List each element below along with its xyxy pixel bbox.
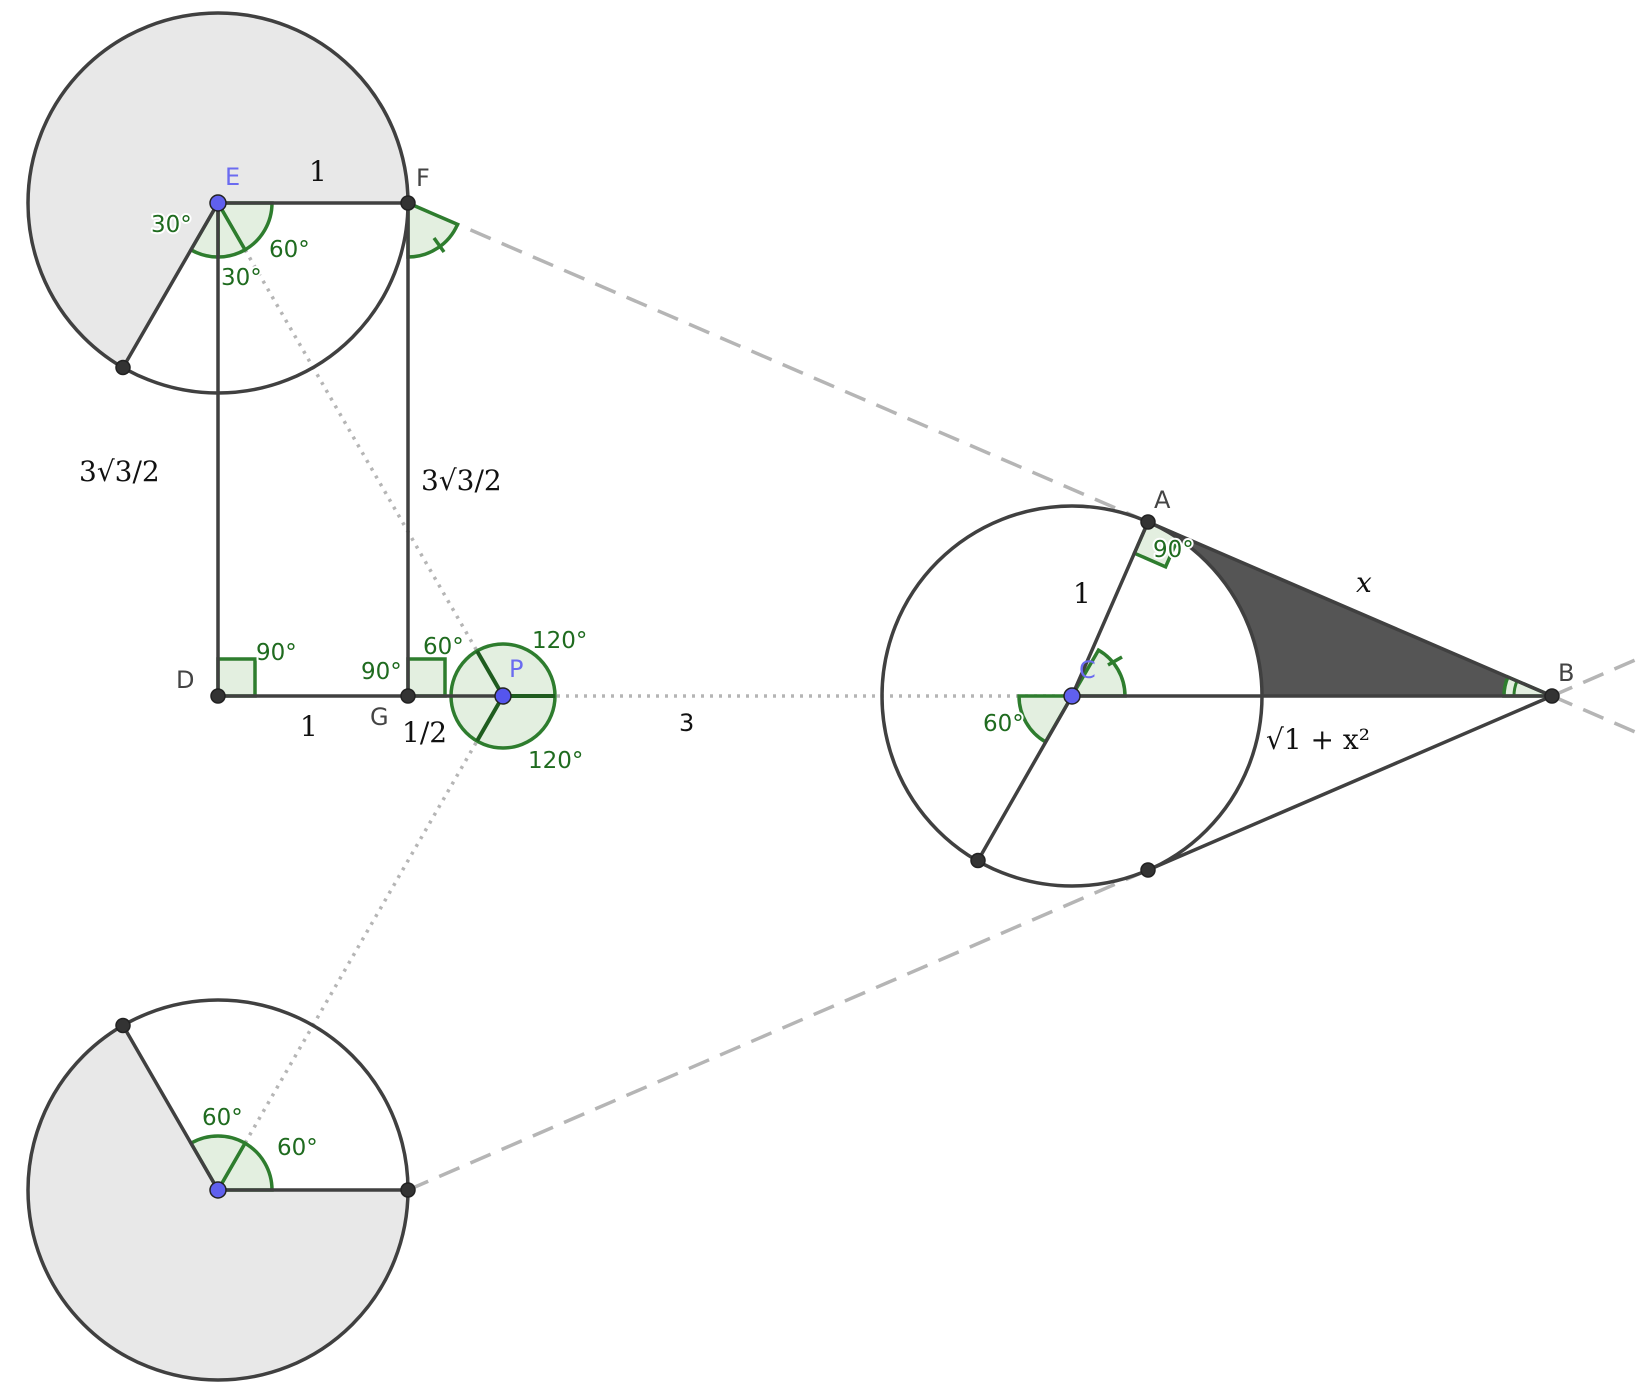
point-E-circle[interactable] xyxy=(115,359,131,376)
point-lower-top[interactable] xyxy=(115,1017,131,1034)
length-label-GF: 3√3/2 xyxy=(421,464,502,497)
top-circle-shaded-sector xyxy=(27,12,409,368)
point-F[interactable] xyxy=(400,195,416,211)
point-B[interactable] xyxy=(1544,688,1560,704)
point-E[interactable] xyxy=(209,194,227,212)
label-D: D xyxy=(176,666,194,694)
angle-label-G-right: 90° xyxy=(361,659,402,685)
point-lower-center[interactable] xyxy=(209,1181,227,1199)
angle-lower-60-top xyxy=(188,1134,248,1194)
angle-label-P-upper: 120° xyxy=(532,628,587,654)
angle-label-E-outer: 30° xyxy=(151,212,192,238)
dotted-line-P-lower xyxy=(216,695,505,1191)
segment-B-A2 xyxy=(1146,694,1554,872)
point-A[interactable] xyxy=(1140,514,1156,530)
point-A2[interactable] xyxy=(1140,862,1156,878)
length-label-CA: 1 xyxy=(1073,577,1091,610)
point-C-circle-lower[interactable] xyxy=(970,852,986,869)
angle-lower-60-right xyxy=(214,1140,274,1192)
right-angle-D xyxy=(216,657,257,698)
right-angle-G xyxy=(406,657,447,698)
angle-label-lower-right: 60° xyxy=(277,1135,318,1161)
angle-F xyxy=(406,200,460,259)
label-C: C xyxy=(1079,656,1096,684)
length-label-CB: √1 + x² xyxy=(1266,723,1370,756)
angle-label-G-sixty: 60° xyxy=(423,634,464,660)
angle-label-lower-top: 60° xyxy=(202,1105,243,1131)
angle-E-60 xyxy=(214,201,274,253)
label-P: P xyxy=(509,655,523,683)
angle-label-A: 90° xyxy=(1153,537,1194,563)
dashed-ext-B-down xyxy=(1551,694,1642,737)
segment-A-B xyxy=(1146,520,1554,698)
length-label-DG: 1 xyxy=(300,710,318,743)
length-label-PC: 3 xyxy=(679,709,694,737)
length-label-GP: 1/2 xyxy=(402,716,447,749)
dashed-line-F-A xyxy=(407,201,1149,524)
angle-label-E-inner: 30° xyxy=(221,265,262,291)
label-B: B xyxy=(1558,659,1574,687)
angle-label-P-lower: 120° xyxy=(528,748,583,774)
dashed-line-lower-to-A2 xyxy=(407,868,1149,1192)
angle-C-lower xyxy=(1017,694,1076,745)
label-F: F xyxy=(416,164,430,192)
angle-F-tick xyxy=(432,236,446,254)
point-P[interactable] xyxy=(494,687,512,705)
bottom-circle-shaded-sector xyxy=(28,1025,409,1381)
label-E: E xyxy=(225,163,240,191)
point-G[interactable] xyxy=(400,688,416,704)
angle-C-tick xyxy=(1107,655,1123,667)
segment-lower-radius-top xyxy=(121,1023,220,1192)
length-label-EF: 1 xyxy=(309,155,327,188)
label-G: G xyxy=(370,703,389,731)
angle-label-E-right: 60° xyxy=(269,237,310,263)
angle-label-C: 60° xyxy=(983,711,1024,737)
segment-C-lower xyxy=(976,694,1074,863)
label-A: A xyxy=(1154,486,1171,514)
length-label-DE: 3√3/2 xyxy=(79,455,160,488)
circle-C xyxy=(880,504,1264,888)
segment-E-radius xyxy=(121,201,220,370)
point-D[interactable] xyxy=(210,688,226,704)
length-label-AB: x xyxy=(1356,566,1372,599)
segment-C-A xyxy=(1070,520,1150,698)
point-C[interactable] xyxy=(1063,687,1081,705)
angle-label-D: 90° xyxy=(256,640,297,666)
dashed-ext-B-up xyxy=(1551,655,1642,698)
point-lower-right[interactable] xyxy=(400,1182,416,1198)
